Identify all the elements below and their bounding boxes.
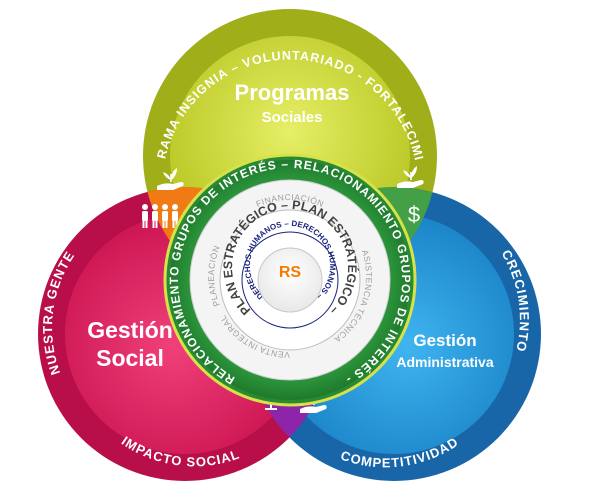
hand-plant-icon — [397, 166, 424, 188]
left-circle-title: Gestión — [87, 317, 173, 343]
right-circle-title: Gestión — [413, 331, 476, 350]
core-label: RS — [279, 264, 302, 281]
top-circle-title: Programas — [235, 80, 350, 105]
small-ring-label: PLANEACIÓN — [206, 244, 222, 308]
right-circle-subtitle: Administrativa — [396, 354, 493, 370]
dollar-icon: $ — [408, 202, 420, 227]
center-core — [257, 247, 323, 313]
left-circle-subtitle: Social — [96, 345, 164, 371]
hand-plant-icon — [157, 168, 184, 190]
top-circle-subtitle: Sociales — [262, 109, 323, 126]
people-group-icon — [142, 204, 178, 228]
